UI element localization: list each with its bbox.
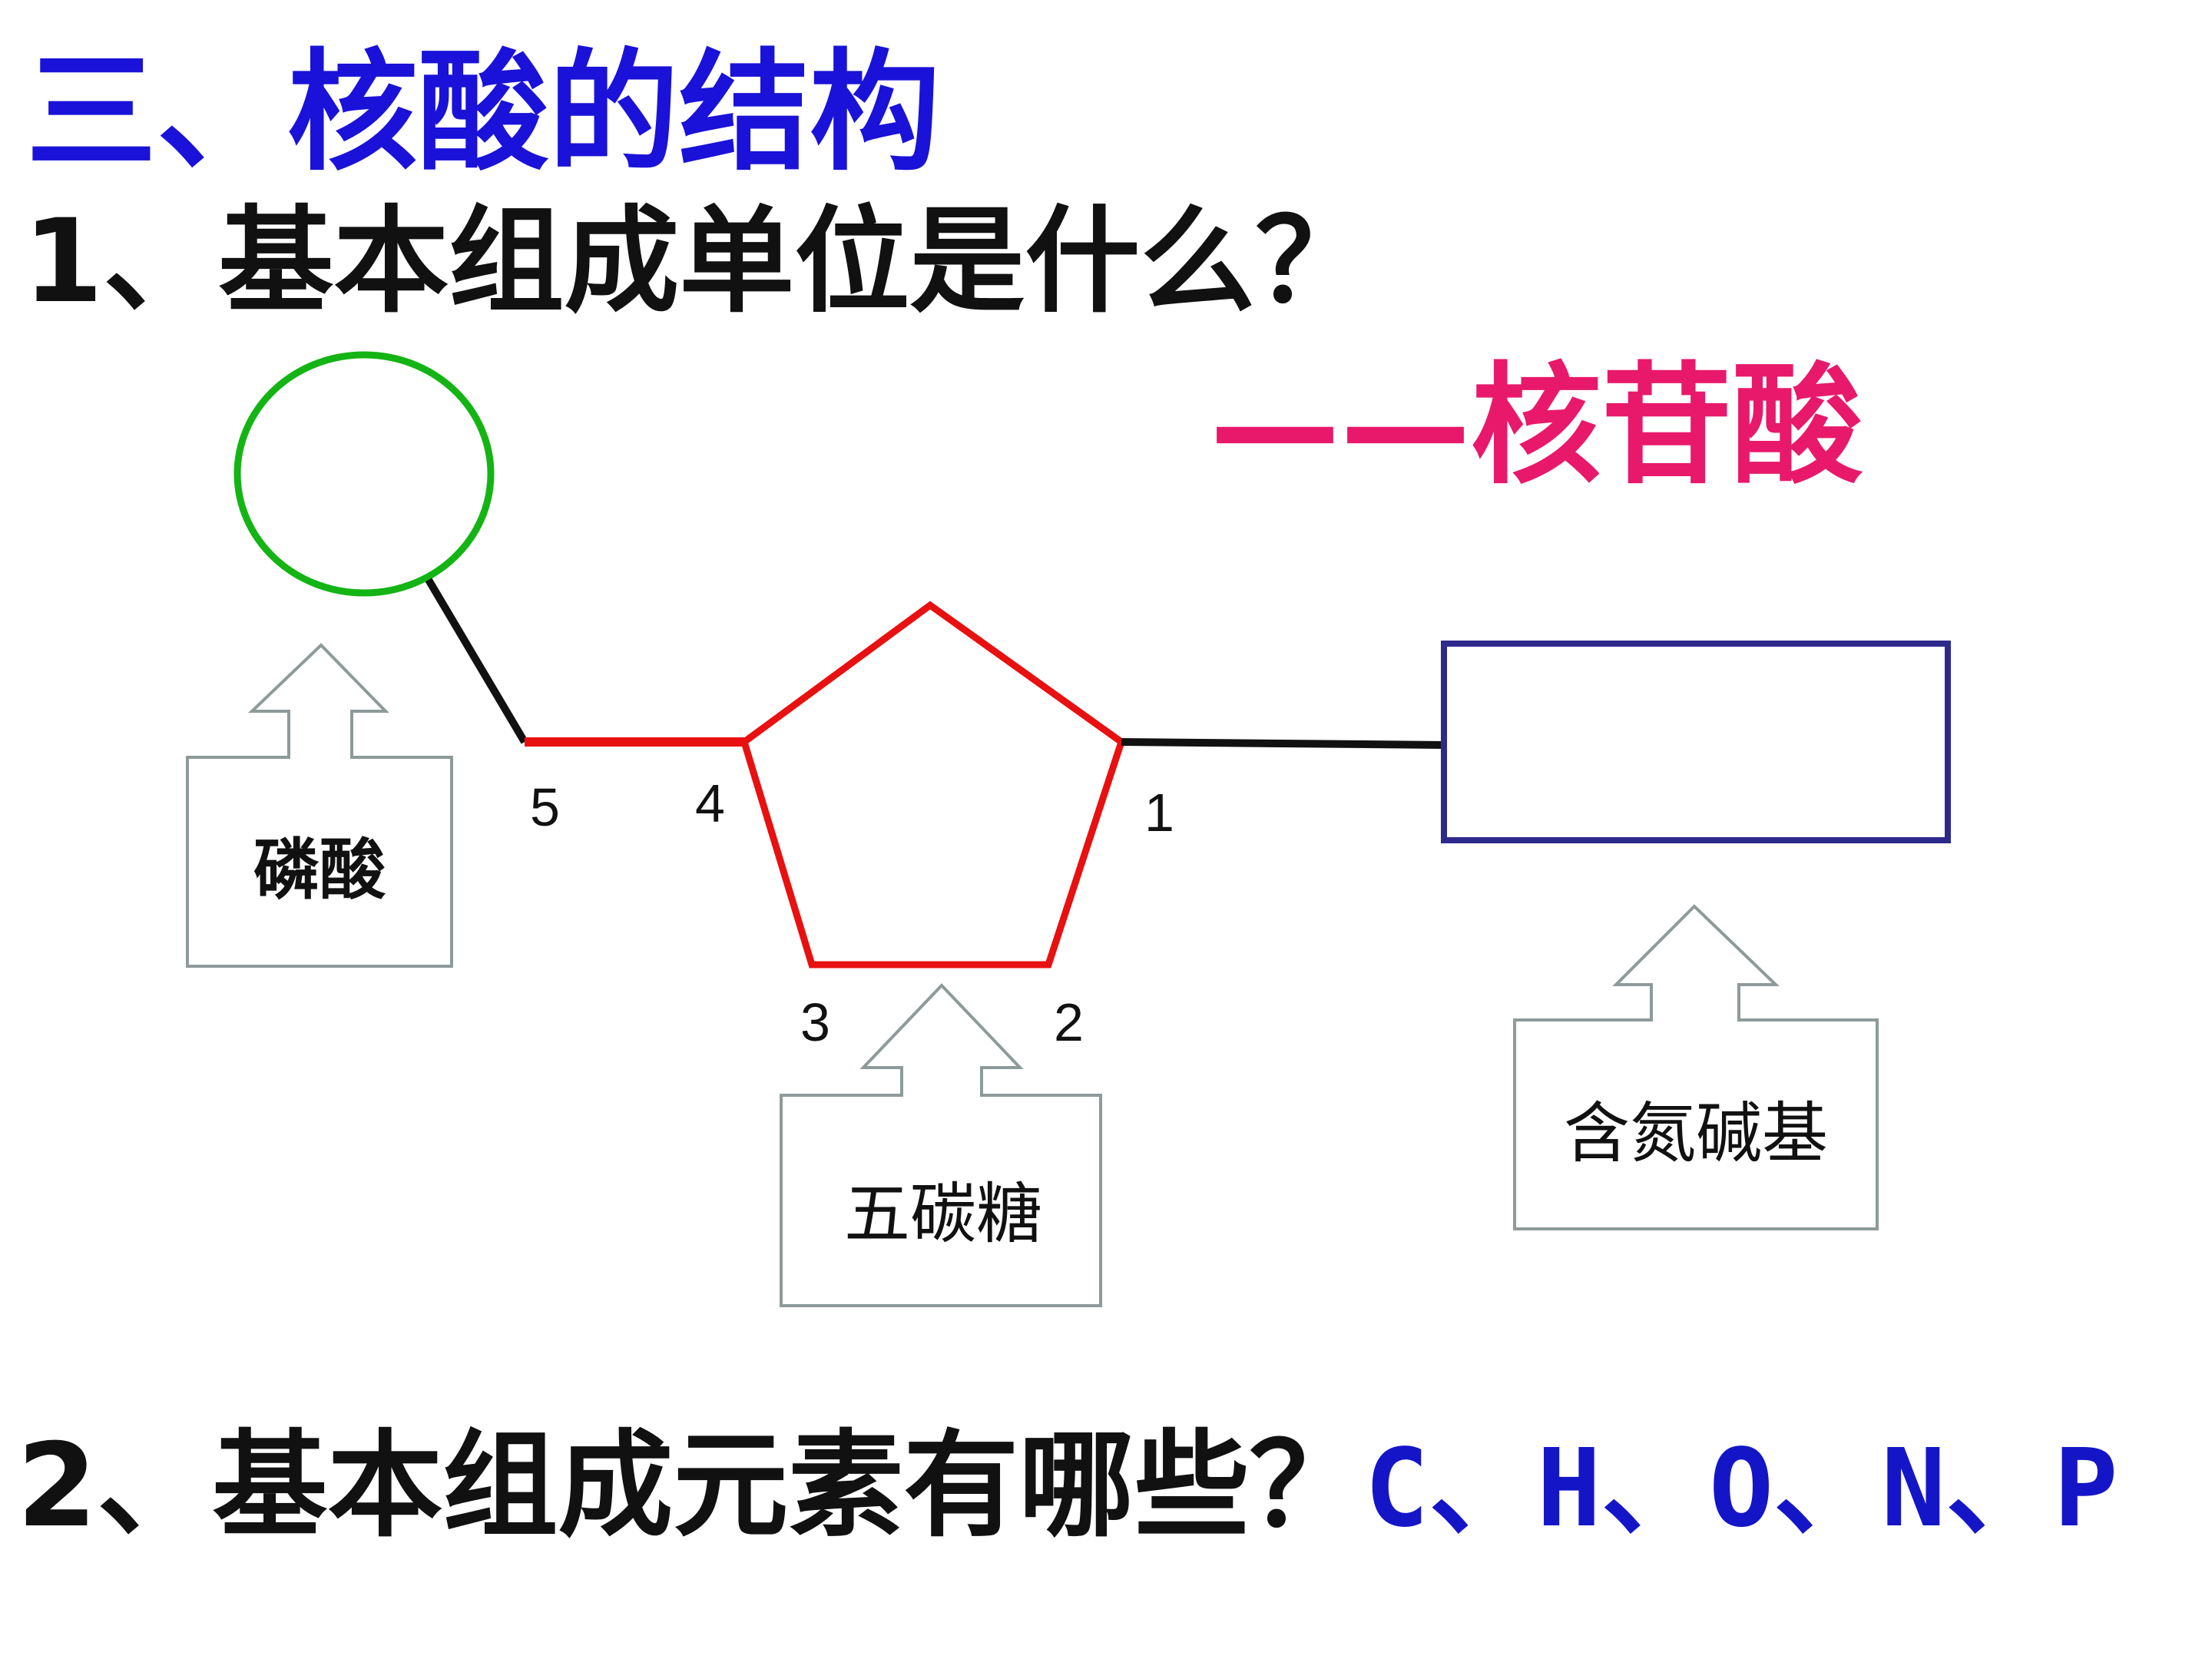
pentose-arrow-box	[780, 983, 1102, 1307]
carbon-number-2: 2	[1054, 992, 1084, 1052]
carbon-number-5: 5	[530, 777, 560, 837]
phosphate-bond	[425, 578, 528, 744]
base-bond	[1121, 738, 1445, 749]
question-2-text: 2、基本组成元素有哪些？	[17, 1419, 1365, 1553]
carbon-number-3: 3	[800, 992, 830, 1052]
phosphate-arrow-box	[186, 643, 453, 968]
base-arrow-box	[1513, 904, 1879, 1230]
base-rectangle	[1441, 641, 1951, 843]
phosphate-label: 磷酸	[253, 832, 386, 909]
slide-title: 三、核酸的结构	[26, 37, 941, 189]
nucleotide-label: ——核苷酸	[1210, 350, 1863, 502]
pentose-label: 五碳糖	[844, 1176, 1042, 1253]
elements-answer: C、H、O、N、P	[1364, 1426, 2118, 1551]
question-1: 1、基本组成单位是什么？	[23, 195, 1371, 329]
carbon-number-1: 1	[1144, 783, 1174, 843]
carbon-number-4: 4	[695, 773, 725, 833]
pentose-pentagon	[740, 601, 1126, 969]
question-2: 2、基本组成元素有哪些？C、H、O、N、P	[17, 1429, 2118, 1544]
base-label: 含氮碱基	[1564, 1095, 1828, 1172]
phosphate-circle	[233, 351, 495, 597]
